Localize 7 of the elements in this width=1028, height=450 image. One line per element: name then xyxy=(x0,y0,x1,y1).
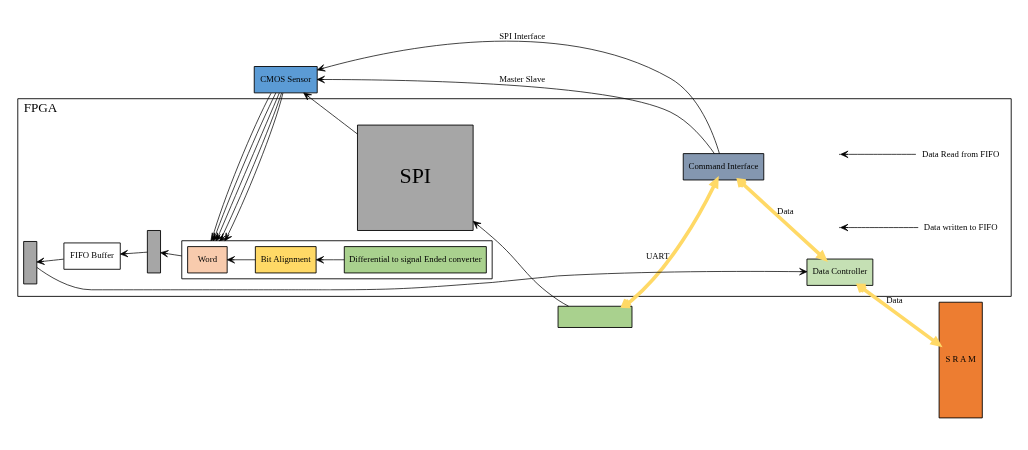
edge-label: Data xyxy=(776,206,794,217)
edge-label: SPI Interface xyxy=(498,31,545,42)
node-text: Data written to FIFO xyxy=(923,221,998,232)
edge-label: Master Slave xyxy=(498,74,545,85)
node-text: Data Read from FIFO xyxy=(921,148,999,159)
edge-label: Data xyxy=(885,294,903,305)
edge-label: UART xyxy=(645,251,669,262)
